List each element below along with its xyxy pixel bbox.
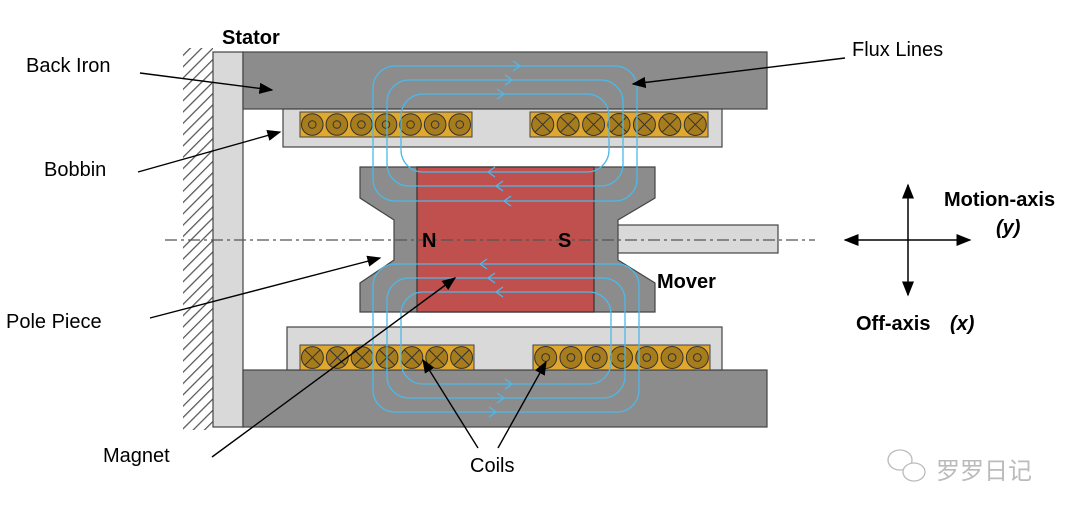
flux-direction-arrow [486,272,496,284]
current-out-icon [534,346,558,369]
current-out-icon [610,346,633,369]
back-iron-arrow [139,72,274,94]
coils-arrow-left [422,358,479,449]
current-out-icon [301,113,324,136]
top-coils [299,111,709,138]
current-in-icon [582,113,606,136]
bobbin-label: Bobbin [44,159,106,181]
pole-piece-arrow [149,255,382,319]
coils-arrow-right [497,360,547,449]
magnet-label: Magnet [103,445,170,467]
current-out-icon [374,113,398,136]
off-axis-label: Off-axis [856,313,930,335]
mover-label: Mover [657,271,716,293]
flux-loop [386,79,624,187]
current-out-icon [325,113,349,136]
stator-label: Stator [222,27,280,49]
wechat-icon [887,449,926,482]
flux-direction-arrow [488,406,498,418]
current-in-icon [531,113,555,136]
flux-direction-arrow [512,60,522,72]
current-in-icon [425,346,449,369]
current-out-icon [660,346,684,369]
current-out-icon [399,113,422,136]
motion-axis-var: (y) [996,217,1021,239]
pole-piece-label: Pole Piece [6,311,102,333]
flux-direction-arrow [478,258,488,270]
current-in-icon [556,113,580,136]
north-pole-label: N [422,230,436,252]
current-in-icon [607,113,631,136]
axis-cross-icon [843,183,972,297]
current-in-icon [350,346,374,369]
flux-loop [386,277,626,399]
current-out-icon [584,346,608,369]
current-out-icon [635,346,659,369]
motion-axis-label: Motion-axis [944,189,1055,211]
current-in-icon [400,346,424,369]
off-axis-var: (x) [950,313,975,335]
current-out-icon [448,113,472,136]
flux-direction-arrow [496,88,506,100]
current-out-icon [350,113,373,136]
current-out-icon [559,346,583,369]
flux-direction-arrow [504,74,514,86]
flux-direction-arrow [494,180,504,192]
ground-hatching [183,48,213,430]
flux-lines-arrow [631,57,846,89]
current-in-icon [632,113,656,136]
back-iron-label: Back Iron [26,55,110,77]
current-in-icon [325,346,349,369]
current-out-icon [685,346,709,369]
flux-direction-arrow [502,195,512,207]
bottom-coils [299,344,711,371]
current-in-icon [450,346,474,369]
current-out-icon [423,113,447,136]
flux-direction-arrow [486,166,496,178]
flux-direction-arrow [496,392,506,404]
current-in-icon [301,346,324,369]
south-pole-label: S [558,230,571,252]
flux-loop [400,291,612,385]
magnet-arrow [211,277,457,458]
flux-direction-arrow [504,378,514,390]
current-in-icon [683,113,707,136]
flux-lines-label: Flux Lines [852,39,943,61]
bobbin-arrow [137,130,282,173]
mover-shaft [609,224,779,254]
current-in-icon [658,113,682,136]
coils-label: Coils [470,455,514,477]
flux-direction-arrow [494,286,504,298]
watermark-text: 罗罗日记 [936,457,1032,485]
